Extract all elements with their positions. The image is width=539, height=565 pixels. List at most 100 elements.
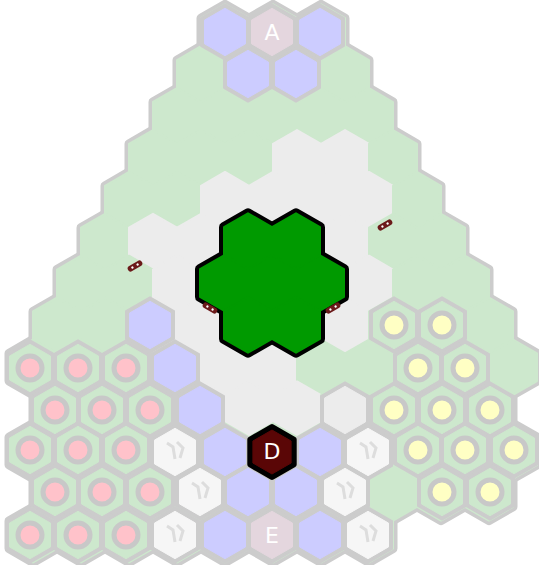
lane-marker-dot [206,305,209,308]
home-system-hex [82,468,123,515]
home-system-hex [445,344,486,391]
red-planet [18,438,42,462]
lane-marker [202,301,219,314]
hex-border [250,427,293,477]
hex-frame [248,4,296,59]
empty-hex [325,386,366,433]
hex-frame [6,507,54,562]
home-system-hex [398,426,439,473]
yellow-planet [478,480,502,504]
hex-frame [54,507,102,562]
home-system-hex [35,468,76,515]
home-system-hex [130,386,171,433]
red-planet [114,438,138,462]
red-planet [66,356,90,380]
lane-marker-dot [329,308,332,311]
red-planet [43,480,67,504]
system-icon [167,525,183,542]
blue-hex [155,344,196,391]
hex-frame [102,507,150,562]
system-letter: E [265,525,279,547]
red-planet [18,356,42,380]
blue-hex [276,50,317,97]
red-planet [66,523,90,547]
home-system-hex [106,511,147,558]
hex-frame [466,464,514,519]
white-hex [155,511,196,558]
yellow-planet [430,313,454,337]
home-system-hex [374,386,415,433]
blue-hex [300,8,341,55]
lane-marker-dot [334,305,337,308]
lane-marker-bar [377,218,394,231]
blue-hex [228,50,269,97]
yellow-planet [430,480,454,504]
cluster-hex [224,213,272,268]
red-planet [138,480,162,504]
white-hex [155,428,196,475]
system-letter: D [264,441,281,463]
home-system-hex [422,468,463,515]
region-hex [345,507,393,562]
blue-hex [228,468,269,515]
lane-marker-dot [211,308,214,311]
yellow-planet [430,398,454,422]
white-hex [325,468,366,515]
lane-marker-bar [325,301,342,314]
blue-hex [130,301,171,348]
home-system-hex [398,344,439,391]
home-system-hex [470,468,511,515]
home-system-hex [106,426,147,473]
system-icon [337,482,353,499]
blue-hex [276,468,317,515]
lane-marker [377,218,394,231]
cluster-hex [272,213,320,268]
home-system-hex [374,301,415,348]
home-system-hex [494,426,535,473]
home-system-hex [106,344,147,391]
blue-hex [180,386,221,433]
yellow-planet [453,356,477,380]
system-icon [360,442,376,459]
blue-hex [205,8,246,55]
lane-marker [325,301,342,314]
yellow-planet [382,313,406,337]
red-planet [66,438,90,462]
lane-marker [127,259,144,272]
cluster-hex [224,297,272,352]
board-edge [465,465,513,520]
system-icon [360,525,376,542]
red-planet [90,398,114,422]
red-planet [114,356,138,380]
red-planet [18,523,42,547]
system-icon [192,482,208,499]
yellow-planet [478,398,502,422]
home-system-hex [10,511,51,558]
yellow-planet [382,398,406,422]
blue-hex [300,428,341,475]
red-planet [114,523,138,547]
hex-frame [344,507,392,562]
system-icon [167,442,183,459]
system-hex: D [243,423,301,481]
lane-marker-dot [386,222,389,225]
home-system-hex [445,426,486,473]
lane-marker-bar [202,301,219,314]
home-system-hex [10,344,51,391]
white-hex [180,468,221,515]
home-system-hex [58,426,99,473]
hex-frame [418,464,466,519]
lane-marker-bar [127,259,144,272]
blue-hex [300,511,341,558]
board-edge [417,465,465,520]
region-hex [465,465,513,520]
cluster-hex [272,297,320,352]
red-planet [90,480,114,504]
blue-hex [205,511,246,558]
yellow-planet [406,356,430,380]
white-hex [348,511,389,558]
yellow-planet [453,438,477,462]
lane-marker-dot [131,266,134,269]
